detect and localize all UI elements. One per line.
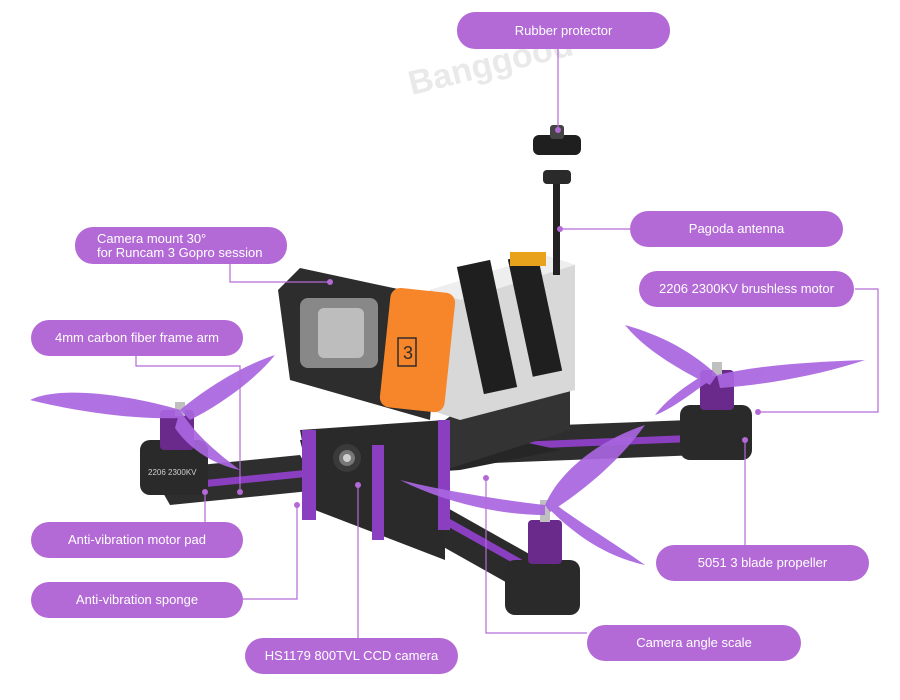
label-text: HS1179 800TVL CCD camera bbox=[264, 648, 439, 663]
label-pagoda-antenna: Pagoda antenna bbox=[630, 211, 843, 247]
label-text: 5051 3 blade propeller bbox=[697, 555, 828, 570]
camera-number: 3 bbox=[403, 343, 413, 363]
label-text: Pagoda antenna bbox=[688, 221, 785, 236]
label-camera-mount: Camera mount 30° for Runcam 3 Gopro sess… bbox=[75, 227, 287, 264]
leader-lines bbox=[135, 48, 879, 638]
label-propeller: 5051 3 blade propeller bbox=[656, 545, 869, 581]
label-sponge: Anti-vibration sponge bbox=[31, 582, 243, 618]
battery bbox=[430, 252, 575, 420]
label-text: 2206 2300KV brushless motor bbox=[659, 281, 834, 296]
label-text: Rubber protector bbox=[514, 22, 613, 38]
label-text-line1: Camera mount 30° bbox=[97, 230, 207, 246]
label-text: Anti-vibration motor pad bbox=[67, 532, 206, 547]
label-text-line2: for Runcam 3 Gopro session bbox=[97, 244, 263, 260]
label-text: Camera angle scale bbox=[636, 635, 752, 650]
motor-print: 2206 2300KV bbox=[148, 468, 197, 477]
label-motor-pad: Anti-vibration motor pad bbox=[31, 522, 243, 558]
label-rubber-protector: Rubber protector bbox=[457, 12, 670, 49]
label-brushless-motor: 2206 2300KV brushless motor bbox=[639, 271, 854, 307]
ccd-camera bbox=[333, 444, 361, 472]
label-text: Anti-vibration sponge bbox=[75, 592, 199, 607]
label-text: 4mm carbon fiber frame arm bbox=[55, 330, 219, 345]
camera-mount: 3 bbox=[278, 268, 456, 420]
propellers bbox=[30, 325, 865, 565]
label-frame-arm: 4mm carbon fiber frame arm bbox=[31, 320, 243, 356]
label-ccd-camera: HS1179 800TVL CCD camera bbox=[245, 638, 458, 674]
label-camera-angle: Camera angle scale bbox=[587, 625, 801, 661]
